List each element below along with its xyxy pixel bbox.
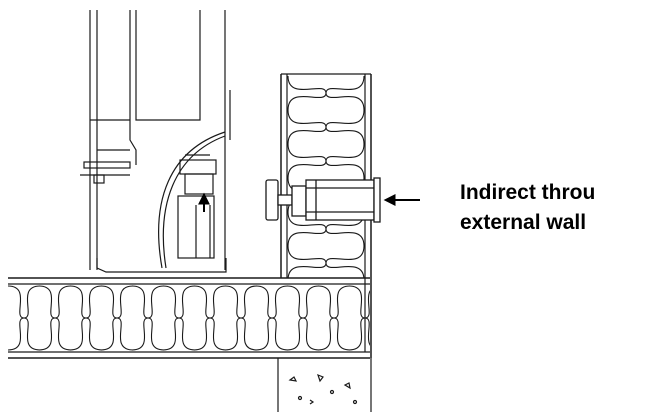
cutaway-view xyxy=(158,131,226,269)
insulation-wave xyxy=(100,285,134,351)
insulation-wave xyxy=(131,285,165,351)
caption-line-2: external wall xyxy=(460,211,587,234)
insulation-wave xyxy=(287,211,365,247)
insulation-wave xyxy=(287,143,365,179)
insulation-wave xyxy=(287,245,365,278)
insulation-wave xyxy=(317,285,351,351)
insulation-wave xyxy=(38,285,72,351)
insulation-wave xyxy=(286,285,320,351)
insulation-wave xyxy=(69,285,103,351)
caption-line-1: Indirect throu xyxy=(460,181,596,204)
wall-duct xyxy=(265,177,381,223)
insulation-wave xyxy=(224,285,258,351)
insulation-wave xyxy=(193,285,227,351)
insulation-wave xyxy=(255,285,289,351)
floor-insulation xyxy=(8,277,370,359)
stove-unit xyxy=(80,10,231,273)
insulation-wave xyxy=(287,75,365,111)
insulation-wave xyxy=(287,109,365,145)
foundation xyxy=(277,358,372,412)
insulation-wave xyxy=(162,285,196,351)
insulation-wave xyxy=(8,285,41,351)
